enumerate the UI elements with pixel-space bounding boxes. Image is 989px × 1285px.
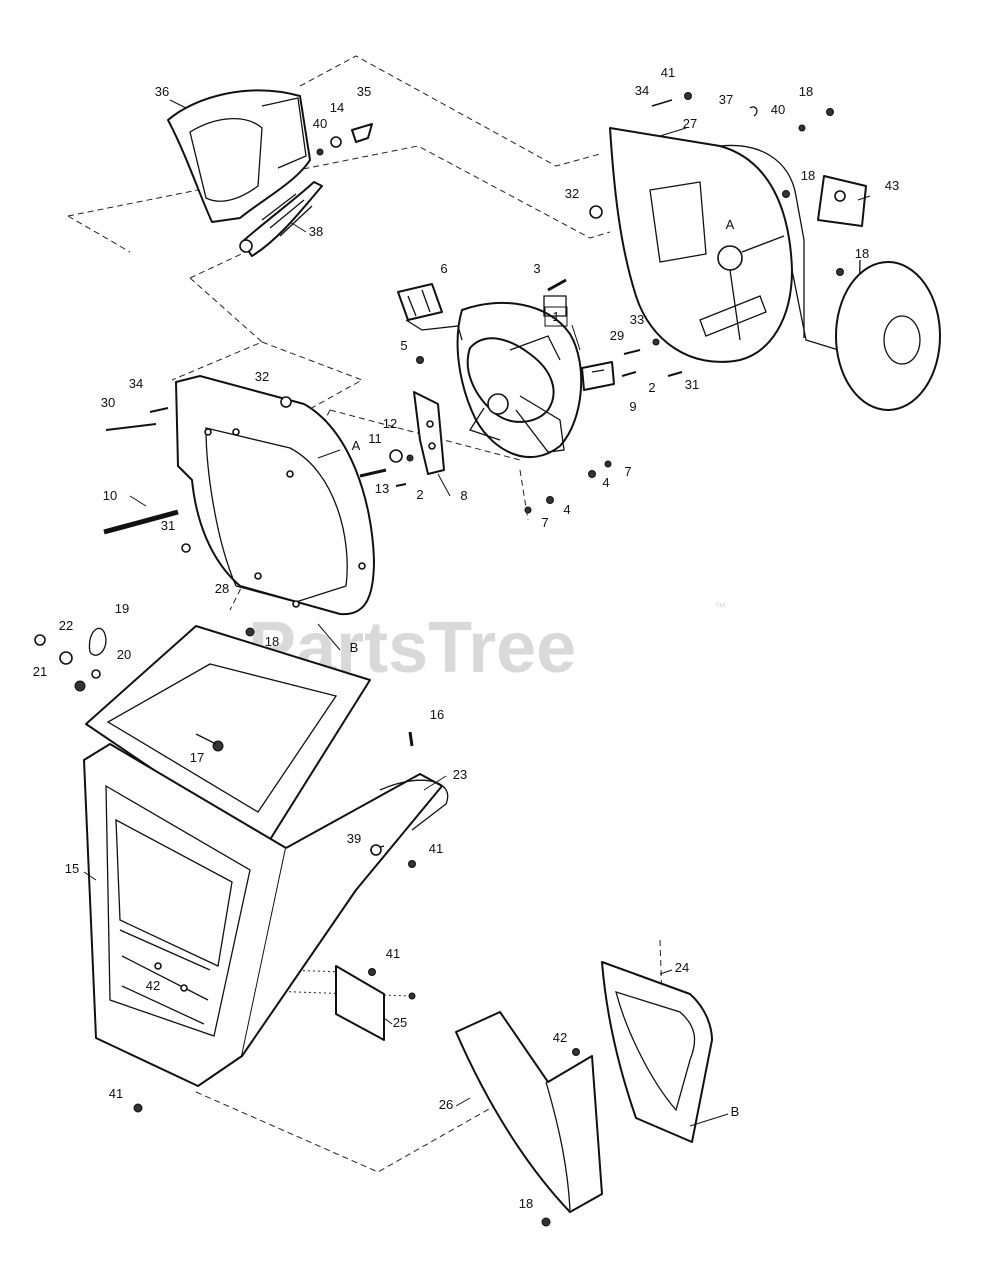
callout-c34b: 34 (129, 376, 143, 391)
callout-c18a: 18 (799, 84, 813, 99)
callout-c18d: 18 (265, 634, 279, 649)
callout-c18c: 18 (855, 246, 869, 261)
callout-c35: 35 (357, 84, 371, 99)
callout-box-c1 (544, 306, 568, 327)
callout-cA1: A (726, 217, 735, 232)
callout-c24: 24 (675, 960, 689, 975)
callout-c41b: 41 (429, 841, 443, 856)
callout-c8: 8 (460, 488, 467, 503)
upper-housing-cover (167, 89, 311, 223)
callout-c12: 12 (383, 416, 397, 431)
callout-c3: 3 (533, 261, 540, 276)
impeller-plate (456, 295, 583, 458)
callout-c32a: 32 (565, 186, 579, 201)
impeller-block (397, 283, 463, 341)
callout-c29: 29 (610, 328, 624, 343)
plate-9 (581, 361, 615, 391)
callout-c33: 33 (630, 312, 644, 327)
front-housing (175, 375, 375, 616)
callout-c13: 13 (375, 481, 389, 496)
lower-chute (455, 1011, 603, 1227)
callout-c31a: 31 (685, 377, 699, 392)
callout-c32b: 32 (255, 369, 269, 384)
callout-c7a: 7 (624, 464, 631, 479)
callout-c18e: 18 (519, 1196, 533, 1211)
pin-3 (547, 278, 567, 292)
latch-bracket (239, 181, 323, 257)
callout-c7b: 7 (541, 515, 548, 530)
callout-c34a: 34 (635, 83, 649, 98)
blade-8 (413, 391, 445, 475)
callout-c5: 5 (400, 338, 407, 353)
callout-c9: 9 (629, 399, 636, 414)
callout-c40b: 40 (771, 102, 785, 117)
callout-c42b: 42 (553, 1030, 567, 1045)
callout-c37: 37 (719, 92, 733, 107)
callout-c18b: 18 (801, 168, 815, 183)
callout-c16: 16 (430, 707, 444, 722)
callout-c38: 38 (309, 224, 323, 239)
callout-c23: 23 (453, 767, 467, 782)
rear-housing-assembly (609, 127, 941, 411)
callout-c17: 17 (190, 750, 204, 765)
callout-leaders (83, 99, 871, 1127)
callout-c40a: 40 (313, 116, 327, 131)
callout-c10: 10 (103, 488, 117, 503)
cover-plate (335, 965, 416, 1041)
callout-cA2: A (352, 438, 361, 453)
callout-c41a: 41 (661, 65, 675, 80)
knob-hardware (316, 123, 373, 156)
lynch-pin-hardware (34, 627, 107, 692)
callout-c36: 36 (155, 84, 169, 99)
callout-c21: 21 (33, 664, 47, 679)
callout-c43: 43 (885, 178, 899, 193)
callout-cB1: B (350, 640, 359, 655)
hopper-chute (83, 625, 449, 1113)
callout-c4b: 4 (563, 502, 570, 517)
callout-c2b: 2 (416, 487, 423, 502)
callout-c11: 11 (368, 431, 382, 446)
callout-c15: 15 (65, 861, 79, 876)
callout-c27: 27 (683, 116, 697, 131)
callout-c26: 26 (439, 1097, 453, 1112)
callout-c25: 25 (393, 1015, 407, 1030)
callout-c6: 6 (440, 261, 447, 276)
callout-c42a: 42 (146, 978, 160, 993)
callout-c41c: 41 (386, 946, 400, 961)
callout-c2a: 2 (648, 380, 655, 395)
top-right-hardware (589, 92, 844, 276)
callout-c22: 22 (59, 618, 73, 633)
callout-c14: 14 (330, 100, 344, 115)
watermark-trademark: ™ (714, 600, 726, 614)
callout-c39: 39 (347, 831, 361, 846)
callout-cB2: B (731, 1104, 740, 1119)
callout-c41d: 41 (109, 1086, 123, 1101)
gasket (601, 961, 713, 1143)
callout-c4a: 4 (602, 475, 609, 490)
left-hardware (103, 338, 683, 637)
callout-c1: 1 (552, 309, 559, 324)
callout-c20: 20 (117, 647, 131, 662)
callout-c28: 28 (215, 581, 229, 596)
callout-c19: 19 (115, 601, 129, 616)
callout-c30: 30 (101, 395, 115, 410)
callout-c31b: 31 (161, 518, 175, 533)
